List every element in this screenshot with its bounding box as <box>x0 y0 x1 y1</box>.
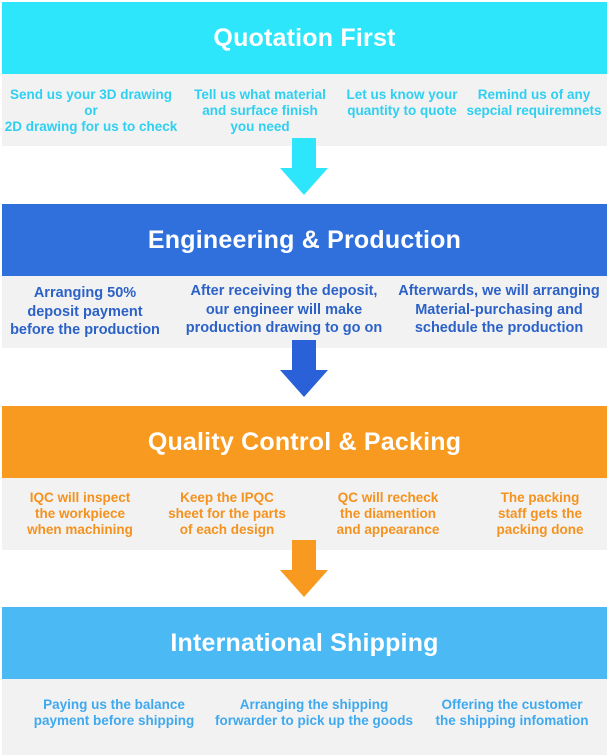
stage-title: Quality Control & Packing <box>147 427 462 456</box>
stage-title: Quotation First <box>213 23 396 52</box>
stage-title: International Shipping <box>170 628 439 657</box>
stage-title: Engineering & Production <box>147 225 462 254</box>
arrow-down-icon <box>280 340 328 397</box>
step-item: After receiving the deposit,our engineer… <box>185 283 383 336</box>
arrow-down-icon <box>280 540 328 597</box>
stage-header: International Shipping <box>2 607 607 679</box>
arrow-down-icon <box>280 138 328 195</box>
stage-header: Engineering & Production <box>2 204 607 276</box>
stage-header: Quotation First <box>2 2 607 74</box>
stage-header: Quality Control & Packing <box>2 406 607 478</box>
